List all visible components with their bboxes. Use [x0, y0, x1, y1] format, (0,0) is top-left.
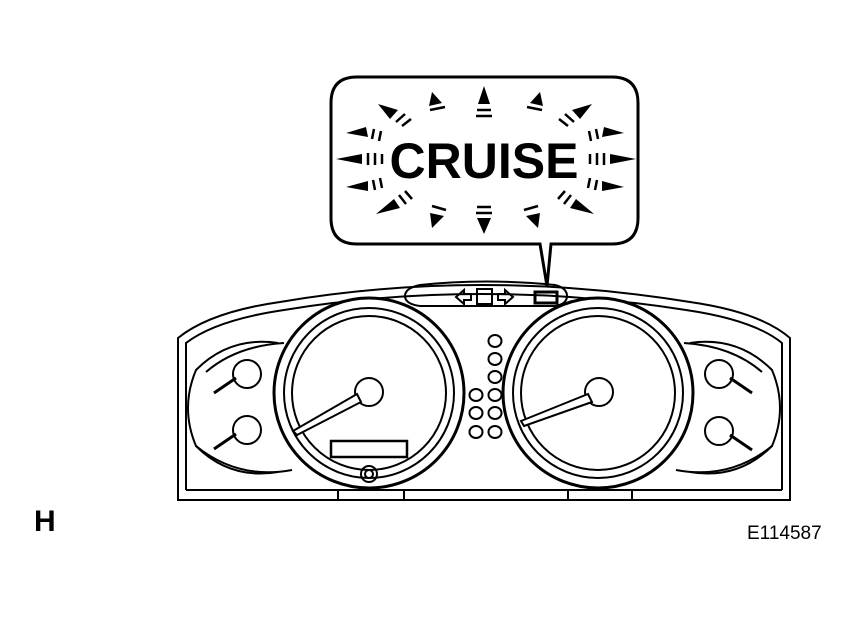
square-outline-icon — [476, 288, 493, 305]
callout-balloon — [329, 75, 640, 287]
center-warning-lamps — [468, 334, 503, 439]
left-small-gauges — [187, 340, 293, 475]
callout-label: CRUISE — [390, 133, 579, 189]
figure-id: E114587 — [747, 523, 822, 544]
cluster-housing — [177, 280, 791, 501]
corner-letter: H — [34, 505, 56, 538]
right-large-gauge — [501, 296, 695, 490]
rectangle-indicator-icon — [533, 290, 559, 305]
upper-indicators — [454, 287, 559, 307]
left-large-gauge — [272, 296, 466, 490]
right-small-gauges — [675, 340, 781, 475]
left-arrow-outline-icon — [454, 287, 472, 307]
right-arrow-outline-icon — [497, 287, 515, 307]
flash-rays — [336, 86, 636, 234]
